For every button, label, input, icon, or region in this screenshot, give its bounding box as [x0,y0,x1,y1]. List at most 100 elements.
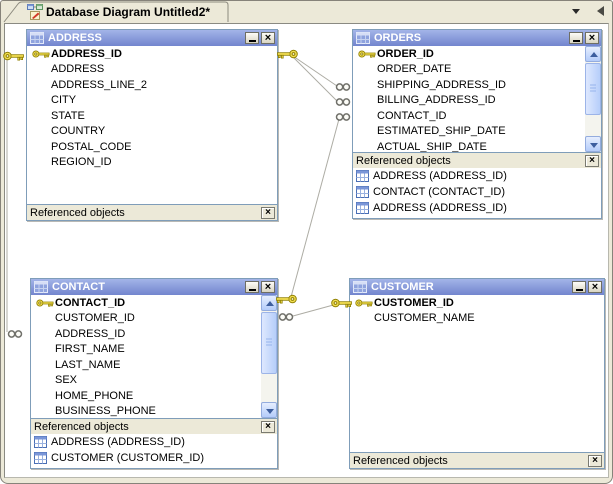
tab-document-title[interactable]: Database Diagram Untitled2* [46,5,211,19]
column-row[interactable]: SEX [31,373,277,389]
primary-key-icon [34,298,55,308]
column-row[interactable]: CUSTOMER_NAME [350,311,604,327]
scroll-up-button[interactable] [261,295,277,311]
minimize-button[interactable] [245,32,259,44]
column-name: BUSINESS_PHONE [55,405,156,418]
column-row[interactable]: ADDRESS_ID [31,326,277,342]
arrow-down-icon [266,409,274,414]
column-name: CUSTOMER_NAME [374,312,475,325]
panel-close-icon[interactable]: × [261,420,275,433]
table-icon [30,32,44,44]
minimize-button[interactable] [245,281,259,293]
table-icon [356,170,369,182]
close-icon[interactable]: × [261,32,275,44]
referenced-objects-bar[interactable]: Referenced objects × [31,418,277,434]
referenced-object-label: CUSTOMER (CUSTOMER_ID) [51,452,204,464]
referenced-objects-label: Referenced objects [353,454,448,467]
column-name: ADDRESS_ID [55,327,126,340]
referenced-object-item[interactable]: ADDRESS (ADDRESS_ID) [353,168,601,184]
column-name: CITY [51,94,77,107]
table-icon [34,281,48,293]
referenced-object-label: ADDRESS (ADDRESS_ID) [373,170,507,182]
minimize-button[interactable] [572,281,586,293]
chevron-down-icon[interactable] [572,9,580,14]
column-row[interactable]: HOME_PHONE [31,388,277,404]
referenced-object-item[interactable]: CUSTOMER (CUSTOMER_ID) [31,450,277,466]
column-name: CONTACT_ID [377,109,447,122]
referenced-object-item[interactable]: CONTACT (CONTACT_ID) [353,184,601,200]
column-row[interactable]: ORDER_DATE [353,62,601,78]
document-tab-bar: Database Diagram Untitled2* [1,1,612,23]
column-row[interactable]: BILLING_ADDRESS_ID [353,93,601,109]
tab-scroll-left-icon[interactable] [597,6,604,16]
referenced-objects-bar[interactable]: Referenced objects × [27,204,277,220]
table-window-orders[interactable]: ORDERS × ORDER_ID ORDER_DATE SHIPPING_AD… [352,29,602,219]
referenced-objects-label: Referenced objects [356,154,451,167]
scroll-down-button[interactable] [585,136,601,152]
scroll-up-button[interactable] [585,46,601,62]
referenced-objects-label: Referenced objects [30,206,125,219]
column-row[interactable]: STATE [27,108,277,124]
table-titlebar[interactable]: CONTACT × [31,279,277,295]
referenced-object-label: CONTACT (CONTACT_ID) [373,186,505,198]
column-list: ORDER_ID ORDER_DATE SHIPPING_ADDRESS_ID … [353,46,601,152]
column-row[interactable]: POSTAL_CODE [27,139,277,155]
table-title: CUSTOMER [371,281,434,293]
column-row[interactable]: ORDER_ID [353,46,601,62]
table-titlebar[interactable]: CUSTOMER × [350,279,604,295]
column-row[interactable]: ACTUAL_SHIP_DATE [353,139,601,152]
column-row[interactable]: CONTACT_ID [353,108,601,124]
scrollbar-thumb[interactable] [585,63,601,115]
column-row[interactable]: ADDRESS_LINE_2 [27,77,277,93]
table-titlebar[interactable]: ADDRESS × [27,30,277,46]
column-row[interactable]: FIRST_NAME [31,342,277,358]
panel-close-icon[interactable]: × [588,454,602,467]
close-icon[interactable]: × [585,32,599,44]
column-name: ACTUAL_SHIP_DATE [377,140,487,152]
scrollbar-thumb[interactable] [261,312,277,374]
minimize-icon [575,289,583,291]
column-row[interactable]: ADDRESS [27,62,277,78]
vertical-scrollbar[interactable] [261,295,277,418]
close-icon[interactable]: × [261,281,275,293]
column-row[interactable]: CONTACT_ID [31,295,277,311]
column-name: CUSTOMER_ID [55,312,135,325]
table-window-customer[interactable]: CUSTOMER × CUSTOMER_ID CUSTOMER_NAME Ref… [349,278,605,469]
table-window-address[interactable]: ADDRESS × ADDRESS_ID ADDRESS ADDRESS_LIN… [26,29,278,221]
referenced-object-item[interactable]: ADDRESS (ADDRESS_ID) [353,200,601,216]
minimize-button[interactable] [569,32,583,44]
column-row[interactable]: REGION_ID [27,155,277,171]
column-row[interactable]: SHIPPING_ADDRESS_ID [353,77,601,93]
referenced-objects-list: ADDRESS (ADDRESS_ID) CUSTOMER (CUSTOMER_… [31,434,277,466]
referenced-objects-bar[interactable]: Referenced objects × [353,152,601,168]
column-row[interactable]: COUNTRY [27,124,277,140]
column-name: ORDER_ID [377,47,434,60]
table-titlebar[interactable]: ORDERS × [353,30,601,46]
panel-close-icon[interactable]: × [261,206,275,219]
close-icon[interactable]: × [588,281,602,293]
column-row[interactable]: ADDRESS_ID [27,46,277,62]
table-window-contact[interactable]: CONTACT × CONTACT_ID CUSTOMER_ID ADDRESS… [30,278,278,469]
column-row[interactable]: CUSTOMER_ID [350,295,604,311]
database-diagram-icon [27,4,43,20]
column-name: ESTIMATED_SHIP_DATE [377,125,506,138]
column-row[interactable]: LAST_NAME [31,357,277,373]
panel-close-icon[interactable]: × [585,154,599,167]
table-icon [34,436,47,448]
minimize-icon [248,40,256,42]
arrow-down-icon [590,143,598,148]
referenced-object-item[interactable]: ADDRESS (ADDRESS_ID) [31,434,277,450]
column-name: FIRST_NAME [55,343,125,356]
referenced-objects-bar[interactable]: Referenced objects × [350,452,604,468]
column-row[interactable]: BUSINESS_PHONE [31,404,277,419]
column-name: ADDRESS_ID [51,47,122,60]
column-row[interactable]: CITY [27,93,277,109]
thumb-grip-icon [266,338,272,348]
column-name: ADDRESS_LINE_2 [51,78,147,91]
scroll-down-button[interactable] [261,402,277,418]
column-row[interactable]: ESTIMATED_SHIP_DATE [353,124,601,140]
arrow-up-icon [590,52,598,57]
vertical-scrollbar[interactable] [585,46,601,152]
column-row[interactable]: CUSTOMER_ID [31,311,277,327]
